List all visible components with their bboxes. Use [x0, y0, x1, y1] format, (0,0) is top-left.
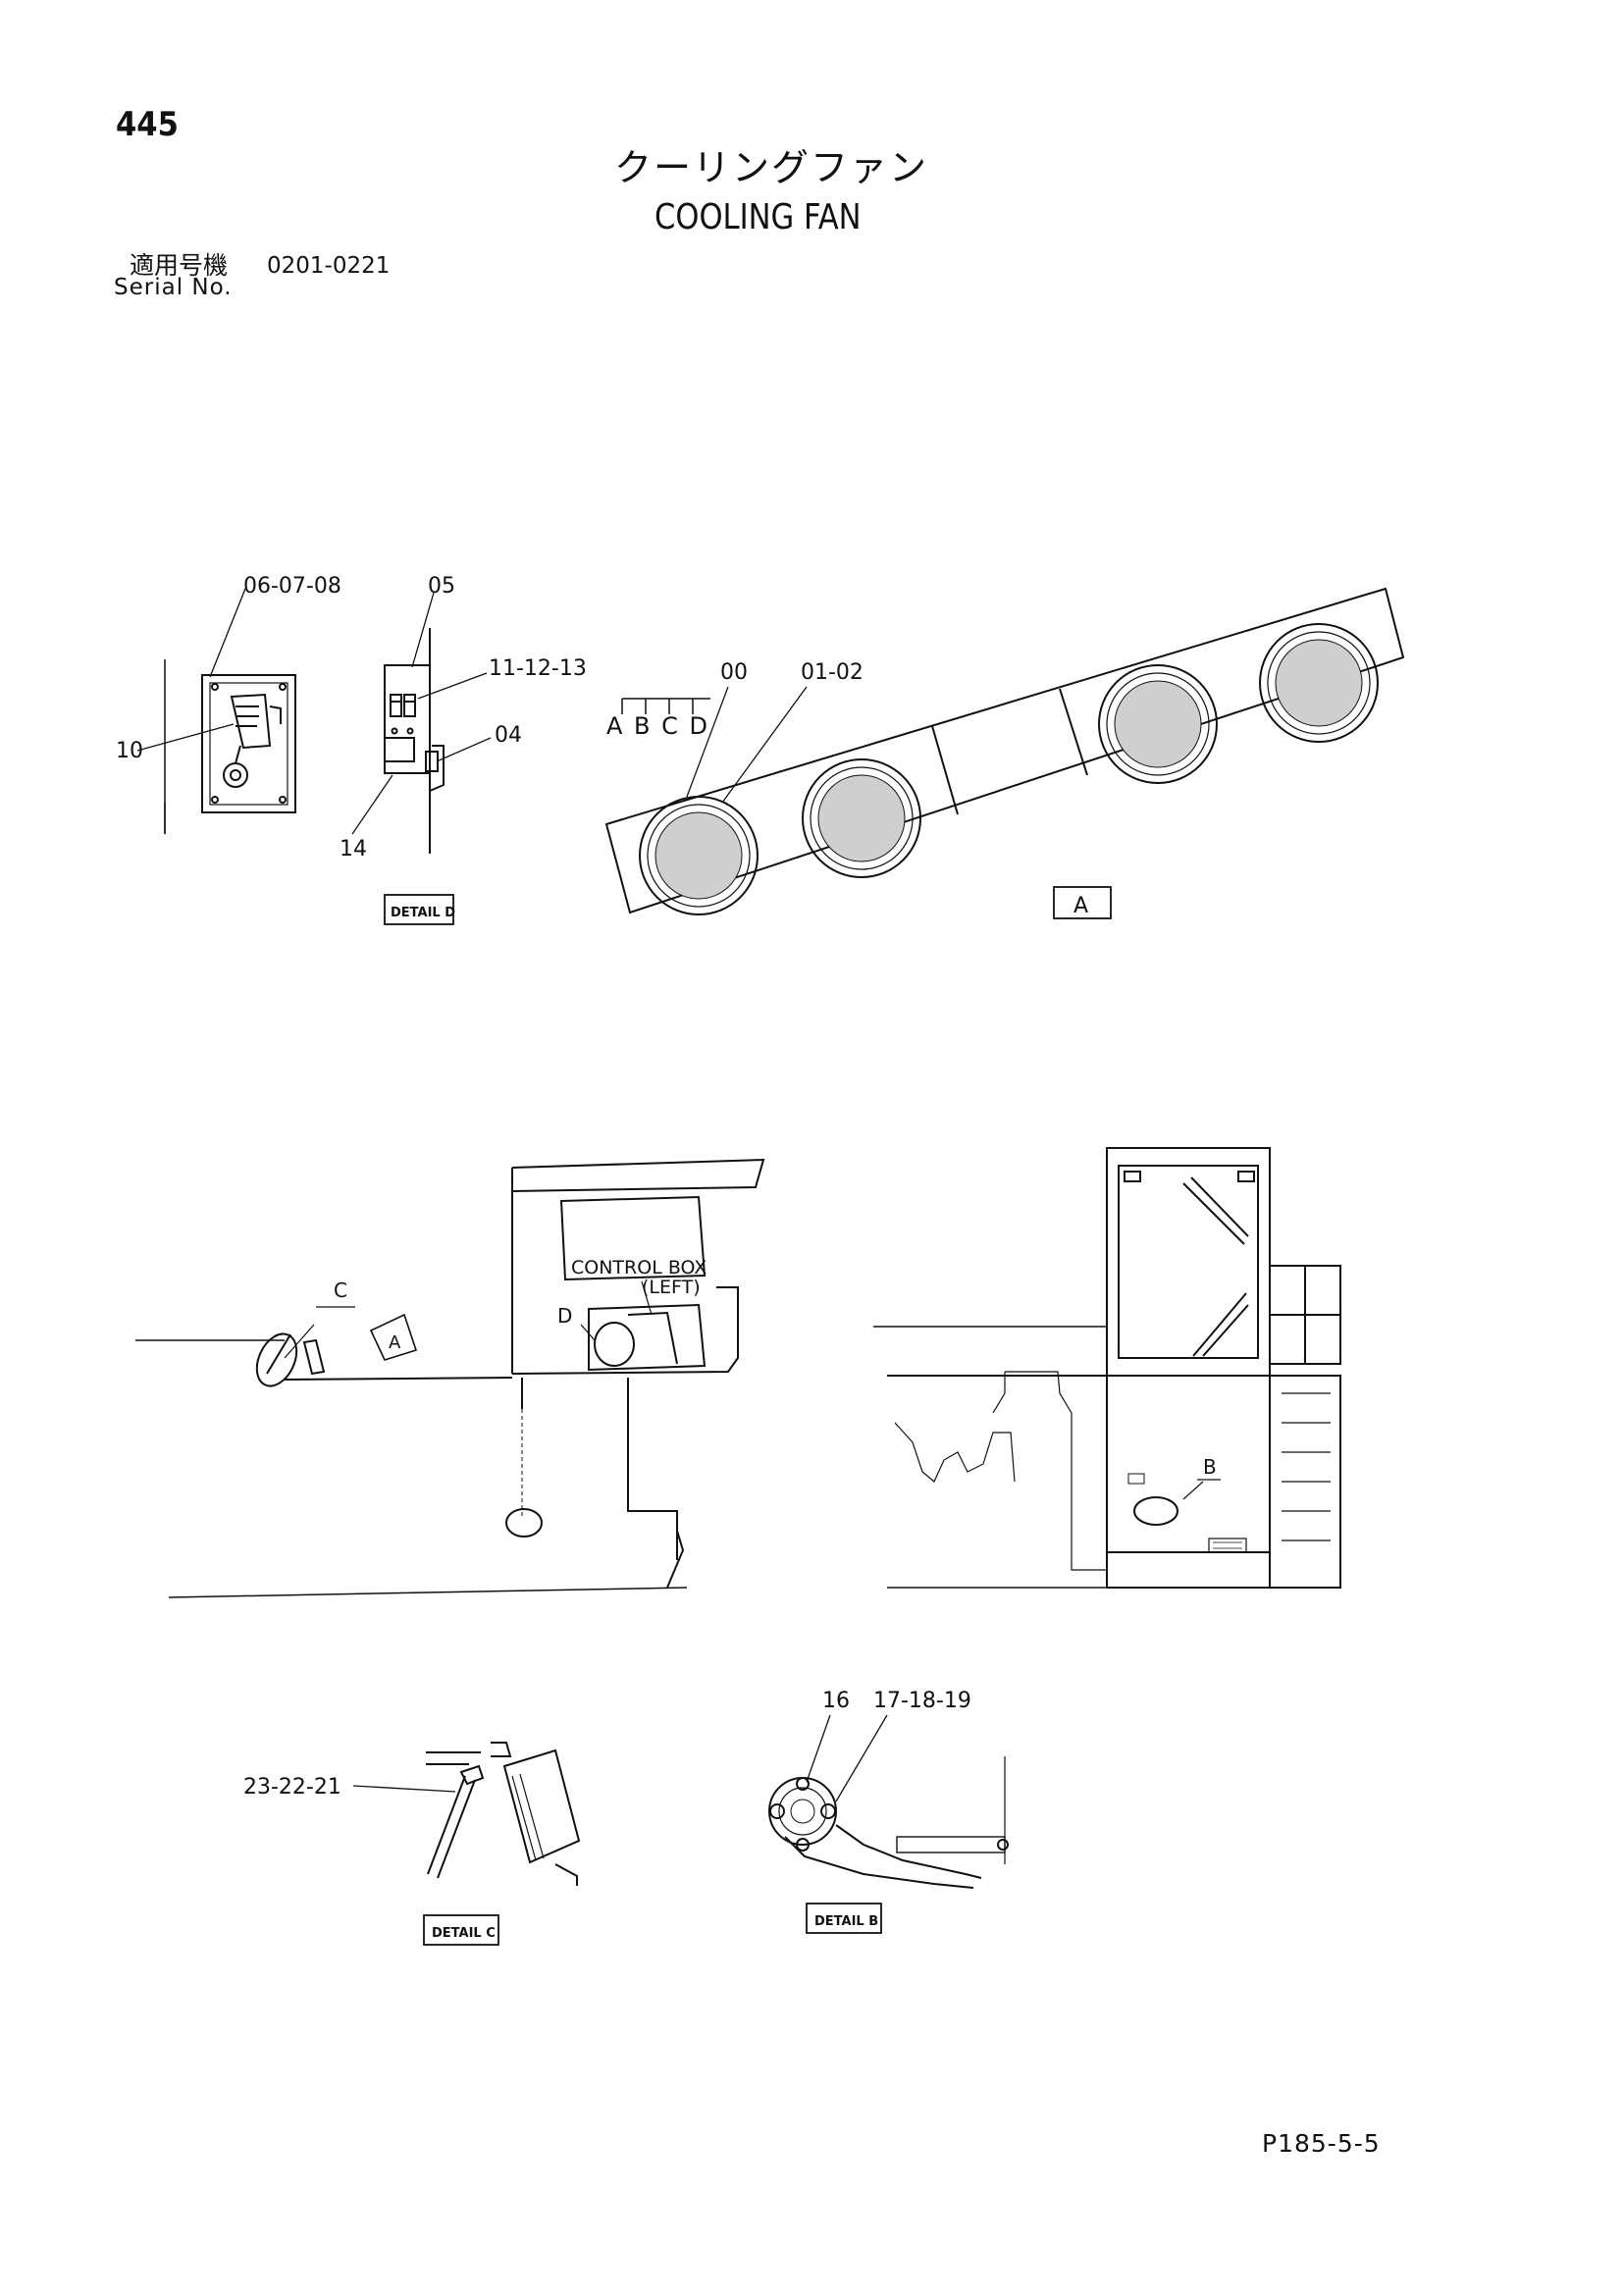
- detail-c-drawing: [426, 1742, 581, 1886]
- marker-c: C: [334, 1278, 347, 1302]
- page-code: P185-5-5: [1262, 2129, 1381, 2158]
- callout-17-18-19: 17-18-19: [873, 1689, 971, 1713]
- detail-c-label: DETAIL C: [432, 1926, 496, 1941]
- callout-00: 00: [720, 660, 748, 685]
- serial-range: 0201-0221: [267, 253, 391, 279]
- serial-label-japanese: 適用号機: [130, 251, 229, 280]
- callout-05: 05: [428, 574, 455, 599]
- control-box-label: CONTROL BOX: [571, 1257, 707, 1278]
- callout-abcd: A B C D: [606, 712, 709, 740]
- callout-11-12-13: 11-12-13: [489, 656, 587, 681]
- marker-d: D: [557, 1304, 572, 1328]
- marker-b: B: [1203, 1455, 1217, 1479]
- page-number: 445: [116, 105, 179, 144]
- view-a-label: A: [1073, 894, 1088, 918]
- callout-04: 04: [495, 723, 522, 748]
- marker-a: A: [389, 1332, 401, 1353]
- detail-d-panel-right: [384, 628, 445, 854]
- callout-01-02: 01-02: [801, 660, 864, 685]
- detail-d-panel-left: [164, 659, 296, 834]
- serial-label-english: Serial No.: [114, 275, 233, 300]
- callout-14: 14: [340, 837, 367, 861]
- title-japanese: クーリングファン: [614, 146, 929, 189]
- callout-06-07-08: 06-07-08: [243, 574, 341, 599]
- fan-2: [802, 758, 921, 878]
- fan-3: [1098, 664, 1218, 784]
- callout-23-22-21: 23-22-21: [243, 1775, 341, 1800]
- callout-10: 10: [116, 739, 143, 763]
- control-box-sublabel: (LEFT): [642, 1277, 701, 1298]
- detail-d-label: DETAIL D: [391, 906, 455, 920]
- detail-b-drawing: [768, 1756, 1009, 1889]
- fan-4: [1259, 623, 1379, 743]
- fan-array: [604, 587, 1405, 915]
- callout-16: 16: [822, 1689, 850, 1713]
- cab-front-view: [873, 1147, 1341, 1589]
- detail-b-label: DETAIL B: [814, 1914, 878, 1929]
- machine-side-view: [135, 1158, 765, 1598]
- fan-1: [639, 796, 759, 915]
- title-english: COOLING FAN: [654, 197, 862, 237]
